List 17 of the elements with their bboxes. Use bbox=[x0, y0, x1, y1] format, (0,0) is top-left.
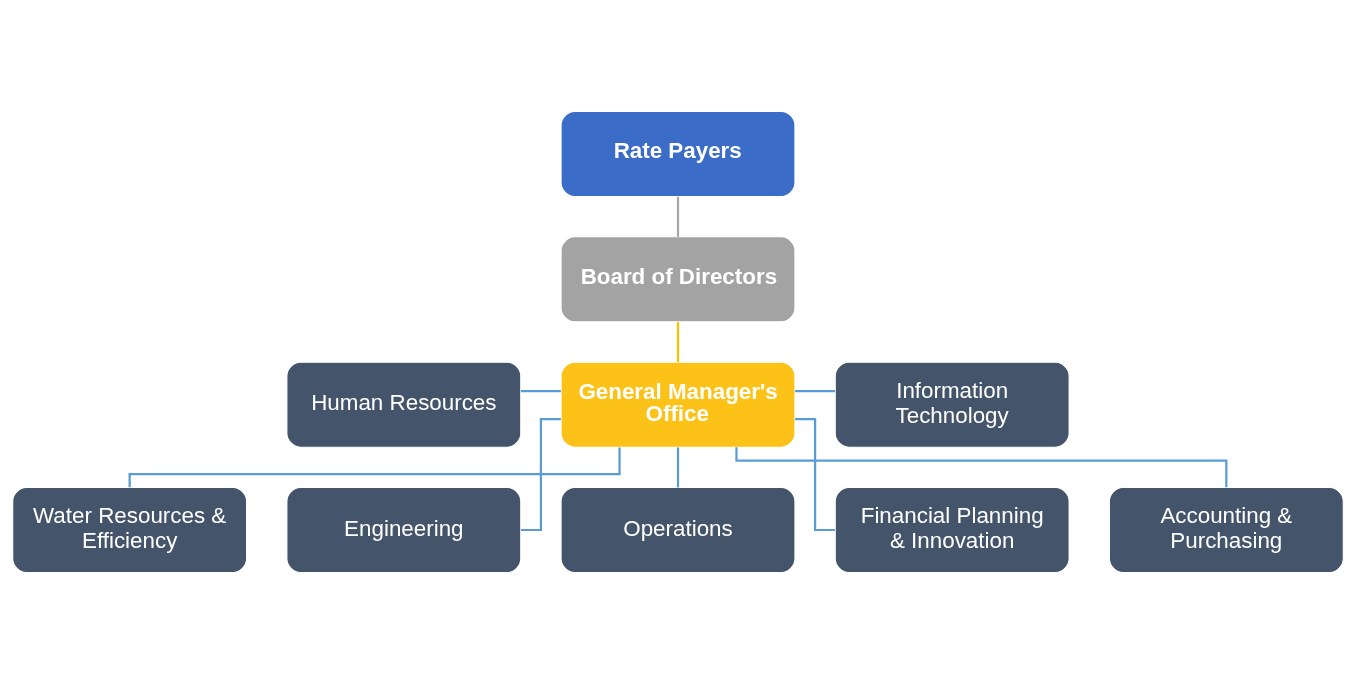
node-box: Human Resources bbox=[286, 361, 522, 448]
node-box: Engineering bbox=[286, 486, 522, 574]
node-box: Accounting & Purchasing bbox=[1108, 486, 1344, 574]
connector bbox=[676, 447, 680, 488]
node-box: Water Resources & Efficiency bbox=[12, 486, 248, 574]
connector bbox=[676, 322, 680, 363]
node-box: Financial Planning & Innovation bbox=[834, 486, 1070, 574]
connector bbox=[676, 196, 680, 237]
connector bbox=[520, 390, 561, 393]
node-box: Information Technology bbox=[834, 361, 1070, 448]
node-box: Operations bbox=[560, 486, 796, 574]
node-box: General Manager's Office bbox=[560, 361, 796, 448]
connector bbox=[735, 447, 1228, 488]
node-box: Rate Payers bbox=[560, 110, 796, 198]
connector bbox=[795, 390, 836, 393]
connector bbox=[128, 447, 621, 488]
node-box: Board of Directors bbox=[560, 236, 796, 323]
